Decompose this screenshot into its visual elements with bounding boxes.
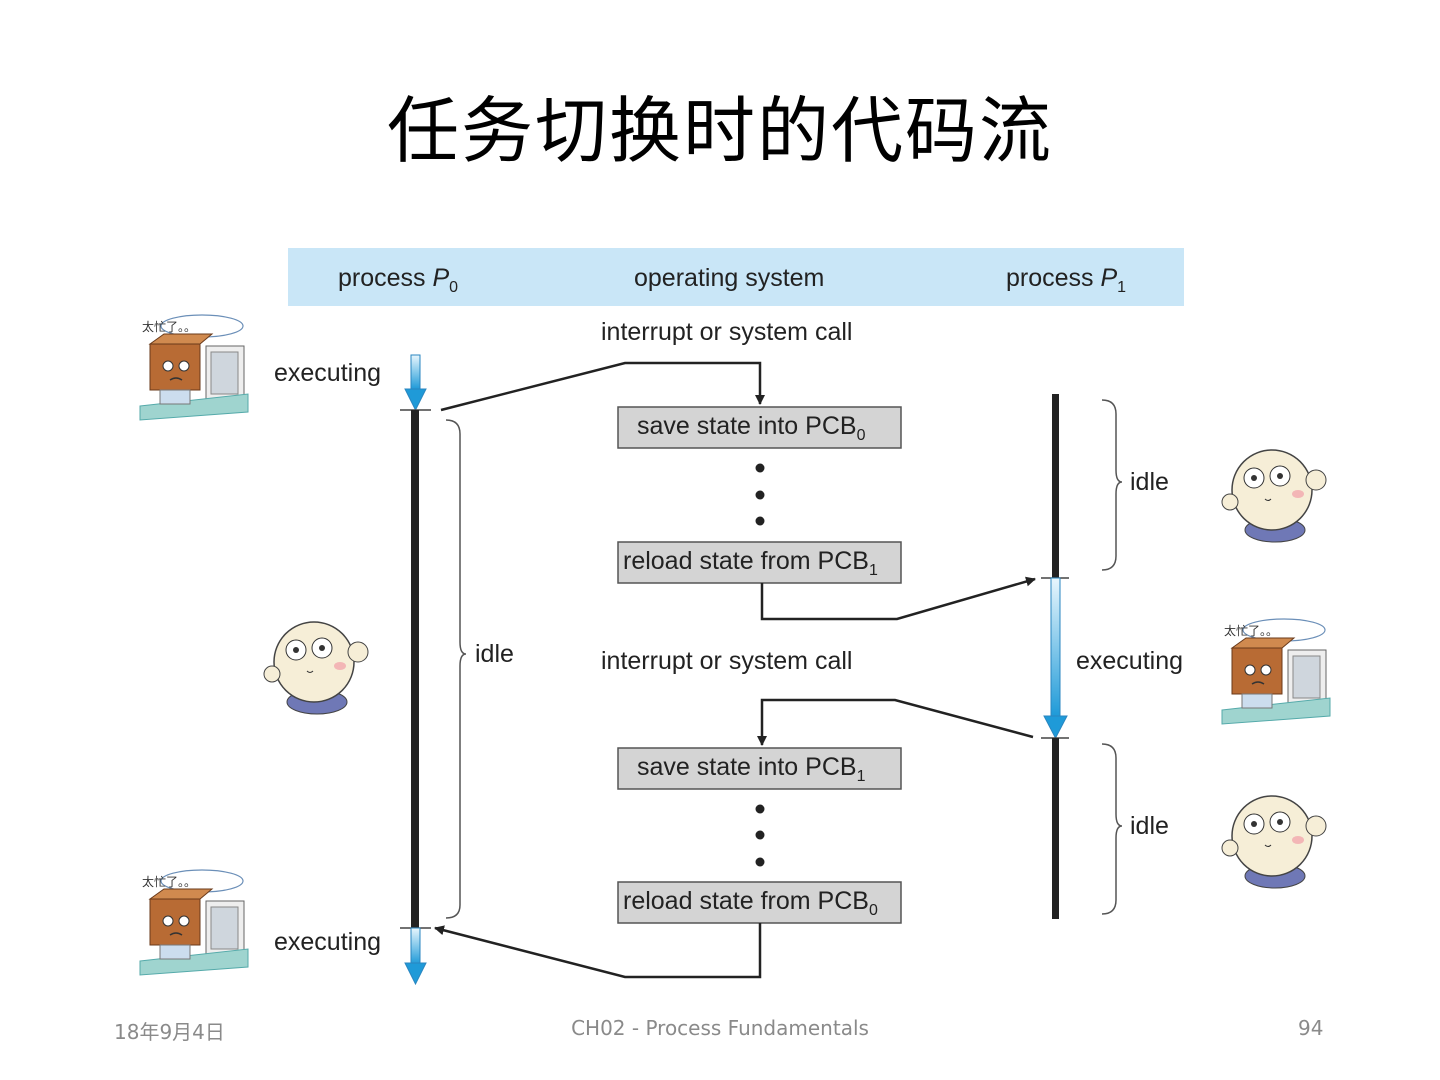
- idle-character-illustration: [1221, 449, 1327, 543]
- ellipsis-dots-bottom: [755, 804, 765, 867]
- p0-exec-arrow-top: [404, 354, 427, 412]
- os-box-save-pcb0: save state into PCB0: [617, 406, 902, 449]
- idle-character-illustration: [1221, 795, 1327, 889]
- svg-text:太忙了。。: 太忙了。。: [1224, 623, 1278, 638]
- p0-idle-brace: [445, 419, 467, 919]
- svg-text:save state into PCB1: save state into PCB1: [637, 753, 866, 785]
- busy-character-illustration: 太忙了。。: [139, 314, 249, 421]
- busy-character-illustration: 太忙了。。: [1221, 618, 1331, 725]
- header-band: [288, 248, 1184, 306]
- svg-text:太忙了。。: 太忙了。。: [142, 874, 196, 889]
- p1-exec-arrow: [1043, 577, 1068, 740]
- flow-arrow-p0-to-save: [440, 361, 765, 412]
- interrupt-label-top: interrupt or system call: [601, 318, 852, 346]
- p0-idle-bar: [411, 410, 419, 928]
- header-operating-system: operating system: [634, 264, 824, 292]
- interrupt-label-middle: interrupt or system call: [601, 647, 852, 675]
- footer-course-title: CH02 - Process Fundamentals: [571, 1016, 869, 1040]
- p1-executing-label: executing: [1076, 647, 1183, 675]
- svg-text:reload state from PCB1: reload state from PCB1: [623, 547, 878, 579]
- busy-character-illustration: 太忙了。。: [139, 869, 249, 976]
- header-process-p0: process P0: [338, 264, 458, 296]
- os-box-reload-pcb1: reload state from PCB1: [617, 541, 902, 584]
- svg-text:save state into PCB0: save state into PCB0: [637, 412, 866, 444]
- p1-idle-label-bottom: idle: [1130, 812, 1169, 840]
- flow-arrow-reload-to-p0: [434, 923, 762, 979]
- svg-text:reload state from PCB0: reload state from PCB0: [623, 887, 878, 919]
- p0-executing-label-top: executing: [274, 359, 381, 387]
- flow-arrow-reload-to-p1: [760, 576, 1036, 621]
- slide-title: 任务切换时的代码流: [386, 89, 1053, 173]
- idle-character-illustration: [263, 621, 369, 715]
- footer-date: 18年9月4日: [114, 1020, 225, 1044]
- ellipsis-dots-top: [755, 463, 765, 526]
- header-process-p1: process P1: [1006, 264, 1126, 296]
- svg-text:太忙了。。: 太忙了。。: [142, 319, 196, 334]
- p1-idle-brace-top: [1101, 399, 1123, 571]
- os-box-reload-pcb0: reload state from PCB0: [617, 881, 902, 924]
- p0-executing-label-bottom: executing: [274, 928, 381, 956]
- p0-idle-label: idle: [475, 640, 514, 668]
- p1-idle-bar-bottom: [1052, 738, 1059, 919]
- os-box-save-pcb1: save state into PCB1: [617, 747, 902, 790]
- p1-idle-brace-bottom: [1101, 743, 1123, 915]
- p1-idle-bar-top: [1052, 394, 1059, 578]
- page-number: 94: [1298, 1016, 1324, 1040]
- flow-arrow-p1-to-save: [757, 698, 1034, 746]
- p0-exec-arrow-bottom: [404, 927, 427, 986]
- p1-idle-label-top: idle: [1130, 468, 1169, 496]
